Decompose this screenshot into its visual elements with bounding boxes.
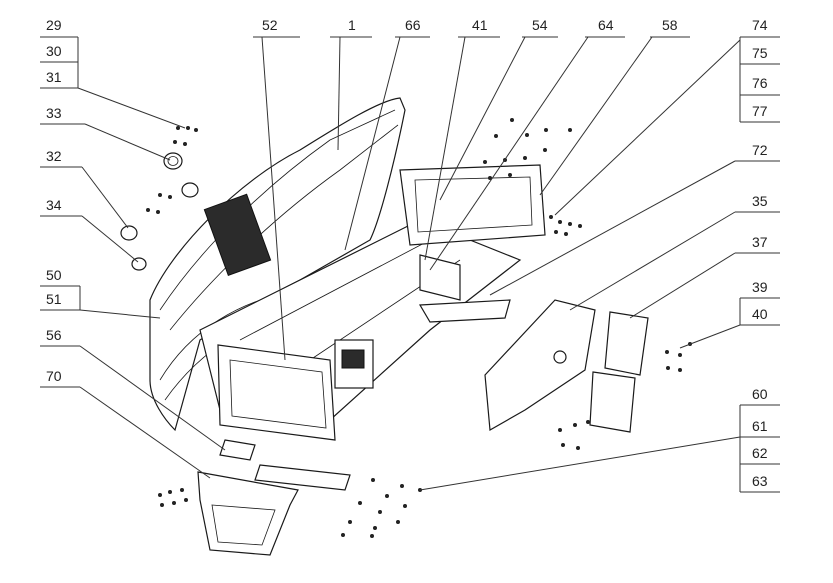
front-fascia-panel: [149, 97, 406, 432]
callout-62: 62: [752, 445, 768, 461]
callout-32: 32: [46, 148, 62, 164]
rear-tray: [399, 164, 546, 246]
fastener-cluster-60: [558, 420, 590, 450]
seal-ring-32: [120, 225, 138, 241]
cross-member-opening: [341, 349, 365, 369]
front-tray: [217, 344, 336, 441]
cross-member-plate: [334, 339, 374, 389]
callout-33: 33: [46, 105, 62, 121]
callout-56: 56: [46, 327, 62, 343]
callout-61: 61: [752, 418, 768, 434]
leader-lines: [40, 36, 780, 493]
callout-labels: 29 30 31 33 32 34 50 51 56 70 52 1 66 41…: [46, 17, 768, 489]
callout-72: 72: [752, 142, 768, 158]
crossbar-56: [219, 439, 351, 491]
callout-41: 41: [472, 17, 488, 33]
callout-40: 40: [752, 306, 768, 322]
seal-ring-34: [131, 257, 147, 271]
callout-70: 70: [46, 368, 62, 384]
callout-29: 29: [46, 17, 62, 33]
callout-31: 31: [46, 69, 62, 85]
callout-37: 37: [752, 234, 768, 250]
callout-74: 74: [752, 17, 768, 33]
callout-1: 1: [348, 17, 356, 33]
callout-77: 77: [752, 103, 768, 119]
seal-ring-33: [163, 152, 183, 170]
lower-step-70: [197, 471, 299, 556]
callout-64: 64: [598, 17, 614, 33]
bracket-plate-37-lower: [589, 371, 636, 433]
fastener-cluster-top: [146, 126, 198, 214]
callout-58: 58: [662, 17, 678, 33]
bracket-plate-37-upper: [604, 311, 649, 376]
callout-76: 76: [752, 75, 768, 91]
callout-63: 63: [752, 473, 768, 489]
callout-60: 60: [752, 386, 768, 402]
side-bracket-35: [484, 299, 596, 431]
fastener-cluster-74: [549, 215, 582, 236]
fastener-cluster-bottom: [341, 478, 422, 538]
callout-50: 50: [46, 267, 62, 283]
callout-34: 34: [46, 197, 62, 213]
callout-54: 54: [532, 17, 548, 33]
callout-30: 30: [46, 43, 62, 59]
callout-66: 66: [405, 17, 421, 33]
callout-35: 35: [752, 193, 768, 209]
seal-ring-small: [181, 182, 199, 198]
callout-51: 51: [46, 291, 62, 307]
fastener-cluster-70: [158, 488, 188, 507]
fastener-cluster-rear: [483, 118, 572, 180]
callout-75: 75: [752, 45, 768, 61]
rear-plate: [418, 299, 511, 323]
callout-39: 39: [752, 279, 768, 295]
callout-52: 52: [262, 17, 278, 33]
panel-opening: [203, 193, 272, 277]
fastener-cluster-40: [665, 342, 692, 372]
